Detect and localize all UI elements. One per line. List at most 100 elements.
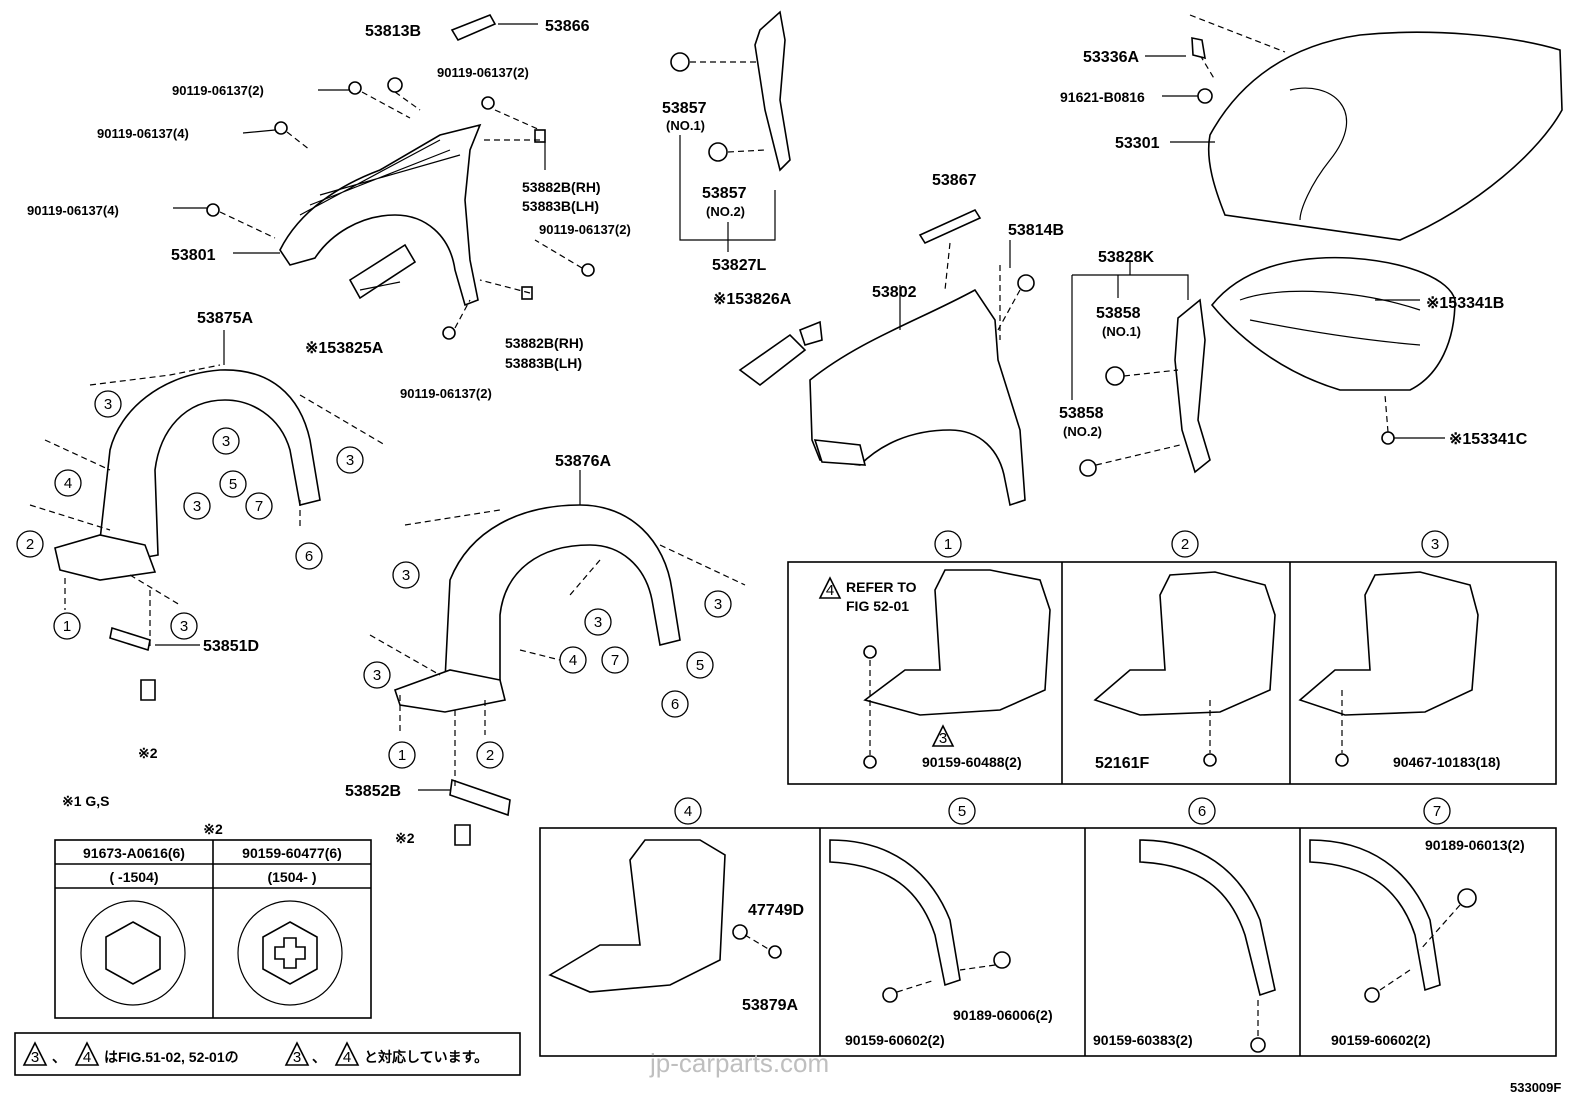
label-53828K: 53828K (1098, 249, 1154, 266)
callout-2: 2 (476, 741, 504, 769)
label-90119-a: 90119-06137(2) (172, 83, 264, 98)
svg-text:4: 4 (569, 652, 577, 669)
svg-text:1: 1 (944, 536, 952, 553)
svg-text:1: 1 (398, 747, 406, 764)
label-53857-1-no: (NO.1) (666, 118, 705, 133)
svg-text:7: 7 (1433, 803, 1441, 820)
label-53858-1-no: (NO.1) (1102, 324, 1141, 339)
refer-line2: FIG 52-01 (846, 598, 909, 614)
bolt-table-text: ※2 91673-A0616(6) 90159-60477(6) ( -1504… (83, 821, 342, 885)
label-52161F: 52161F (1095, 755, 1149, 772)
label-53883B-2: 53883B(LH) (505, 355, 582, 371)
label-53857-2-no: (NO.2) (706, 204, 745, 219)
callout-6: 6 (295, 542, 323, 570)
label-90119-b: 90119-06137(2) (437, 65, 529, 80)
svg-text:3: 3 (222, 433, 230, 450)
label-90159-60602-a: 90159-60602(2) (845, 1032, 945, 1048)
panel-header-1: 1 (934, 530, 962, 558)
svg-text:2: 2 (1181, 536, 1189, 553)
svg-text:3: 3 (373, 667, 381, 684)
svg-text:3: 3 (402, 567, 410, 584)
label-53851D: 53851D (203, 638, 259, 655)
label-91621: 91621-B0816 (1060, 89, 1145, 105)
callout-3: 3 (170, 612, 198, 640)
label-53814B: 53814B (1008, 222, 1064, 239)
label-53857-2: 53857 (702, 185, 747, 202)
footnote-box (14, 576, 955, 1076)
liner-53875A-group (29, 330, 386, 701)
label-53876A: 53876A (555, 453, 611, 470)
label-53827L: 53827L (712, 257, 766, 274)
label-53858-2-no: (NO.2) (1063, 424, 1102, 439)
label-47749D: 47749D (748, 902, 804, 919)
callout-circles: 3 3 3 4 5 3 7 2 6 1 3 3 3 3 4 7 5 3 6 1 … (16, 390, 1451, 825)
label-53336A: 53336A (1083, 49, 1139, 66)
svg-text:5: 5 (958, 803, 966, 820)
label-53867: 53867 (932, 172, 977, 189)
label-note-gs: ※1 G,S (62, 793, 110, 809)
callout-3: 3 (183, 492, 211, 520)
label-53813B: 53813B (365, 23, 421, 40)
svg-text:6: 6 (305, 548, 313, 565)
svg-text:7: 7 (255, 498, 263, 515)
svg-text:、: 、 (52, 1049, 66, 1065)
svg-text:3: 3 (104, 396, 112, 413)
bolt-table (54, 839, 372, 1019)
part-labels: 53813B 53866 90119-06137(2) 90119-06137(… (27, 18, 1528, 846)
svg-text:3: 3 (293, 1049, 301, 1066)
label-90189-06013: 90189-06013(2) (1425, 837, 1525, 853)
svg-text:6: 6 (1198, 803, 1206, 820)
footnote-mid: はFIG.51-02, 52-01の (104, 1049, 239, 1065)
bolt-table-col1-header: 91673-A0616(6) (83, 845, 185, 861)
label-53826A: ※153826A (713, 291, 792, 308)
label-53882B-1: 53882B(RH) (522, 179, 601, 195)
label-53858-1: 53858 (1096, 305, 1141, 322)
callout-1: 1 (53, 612, 81, 640)
callout-3: 3 (704, 590, 732, 618)
label-53852B: 53852B (345, 783, 401, 800)
hood-53301-group (1145, 14, 1563, 241)
svg-text:4: 4 (826, 582, 834, 599)
callout-3: 3 (392, 561, 420, 589)
callout-7: 7 (245, 492, 273, 520)
label-asterisk2-b: ※2 (395, 830, 415, 846)
callout-4: 4 (559, 646, 587, 674)
svg-text:1: 1 (63, 618, 71, 635)
callout-2: 2 (16, 530, 44, 558)
label-53341B: ※153341B (1426, 295, 1504, 312)
detail-panels (539, 561, 1557, 1057)
label-53883B-1: 53883B(LH) (522, 198, 599, 214)
panel-header-5: 5 (948, 797, 976, 825)
footnote-end: と対応しています。 (364, 1049, 488, 1065)
label-53857-1: 53857 (662, 100, 707, 117)
fender-53802-group (809, 208, 1035, 507)
callout-5: 5 (686, 651, 714, 679)
svg-text:2: 2 (486, 747, 494, 764)
panel-header-3: 3 (1421, 530, 1449, 558)
insulator-53341B-group (1210, 256, 1456, 445)
panel-sketches (548, 569, 1479, 1053)
figure-code: 533009F (1510, 1080, 1561, 1095)
label-53879A: 53879A (742, 997, 798, 1014)
svg-text:3: 3 (594, 614, 602, 631)
label-90189-06006: 90189-06006(2) (953, 1007, 1053, 1023)
callout-7: 7 (601, 646, 629, 674)
label-53866: 53866 (545, 18, 590, 35)
svg-text:3: 3 (939, 730, 947, 747)
svg-text:3: 3 (193, 498, 201, 515)
watermark: jp-carparts.com (649, 1048, 829, 1078)
callout-1: 1 (388, 741, 416, 769)
bolt-table-col1-range: ( -1504) (109, 869, 158, 885)
callout-3: 3 (363, 661, 391, 689)
label-90159-60488: 90159-60488(2) (922, 754, 1022, 770)
bolt-table-col2-header: 90159-60477(6) (242, 845, 342, 861)
bolt-table-title: ※2 (203, 821, 223, 837)
panel-header-2: 2 (1171, 530, 1199, 558)
callout-3: 3 (336, 446, 364, 474)
callout-6: 6 (661, 690, 689, 718)
label-53858-2: 53858 (1059, 405, 1104, 422)
svg-text:3: 3 (714, 596, 722, 613)
label-53802: 53802 (872, 284, 917, 301)
callout-3: 3 (584, 608, 612, 636)
footnote-text: 3 、 4 はFIG.51-02, 52-01の 3 、 4 と対応しています。 (31, 1049, 488, 1066)
